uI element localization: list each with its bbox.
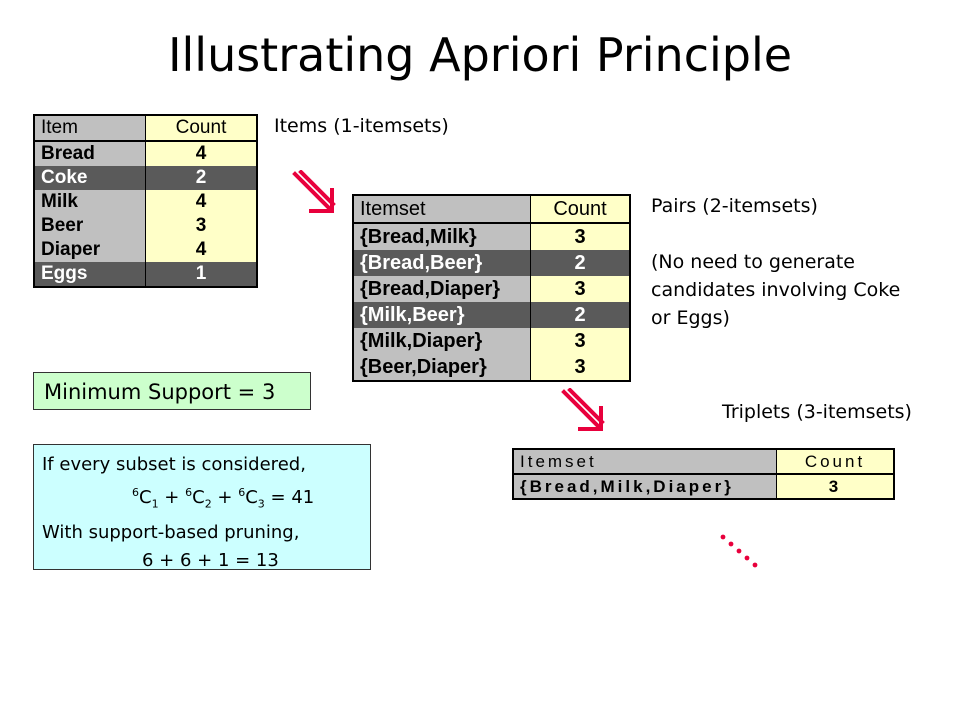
itemset-cell: Milk [34,190,146,214]
count-cell: 1 [145,262,257,287]
itemset-cell: Diaper [34,238,146,262]
count-cell: 2 [530,302,630,328]
down-right-arrow-icon [561,388,605,431]
items-label: Items (1-itemsets) [274,115,449,137]
itemset-cell: Coke [34,166,146,190]
table-row: {Bread,Beer}2 [353,250,630,276]
itemset-cell: Eggs [34,262,146,287]
itemset-column-header: Itemset [513,449,777,475]
count-cell: 3 [530,354,630,381]
table-row: {Beer,Diaper}3 [353,354,630,381]
page-title: Illustrating Apriori Principle [167,28,793,82]
count-cell: 3 [776,474,894,499]
itemset-cell: Beer [34,214,146,238]
count-cell: 3 [530,223,630,250]
itemset-cell: {Bread,Milk,Diaper} [513,474,777,499]
count-cell: 3 [530,328,630,354]
pairs-table: Itemset Count {Bread,Milk}3{Bread,Beer}2… [352,194,631,382]
formula-line: If every subset is considered, [42,454,306,475]
items-table-header: Item Count [34,115,257,142]
minimum-support-box: Minimum Support = 3 [33,372,311,410]
table-row: {Bread,Milk}3 [353,223,630,250]
count-cell: 4 [145,238,257,262]
table-row: {Milk,Beer}2 [353,302,630,328]
count-column-header: Count [530,195,630,224]
triplets-table: Itemset Count {Bread,Milk,Diaper}3 [512,448,895,500]
count-column-header: Count [776,449,894,475]
down-right-arrow-icon [292,170,336,213]
itemset-cell: {Beer,Diaper} [353,354,531,381]
itemset-cell: {Milk,Diaper} [353,328,531,354]
count-cell: 2 [145,166,257,190]
triplets-label: Triplets (3-itemsets) [722,401,912,423]
formula-combinations: 6C1 + 6C2 + 6C3 = 41 [132,486,315,511]
itemset-cell: {Bread,Beer} [353,250,531,276]
pairs-note: (No need to generate candidates involvin… [651,248,900,332]
table-row: {Bread,Milk,Diaper}3 [513,474,894,499]
candidate-count-box: If every subset is considered, 6C1 + 6C2… [33,444,371,571]
count-cell: 4 [145,141,257,166]
note-line: or Eggs) [651,307,730,329]
item-column-header: Item [34,115,146,142]
itemset-cell: Bread [34,141,146,166]
count-cell: 2 [530,250,630,276]
itemset-cell: {Bread,Diaper} [353,276,531,302]
pairs-label: Pairs (2-itemsets) [651,195,818,217]
itemset-column-header: Itemset [353,195,531,224]
table-row: {Milk,Diaper}3 [353,328,630,354]
count-cell: 3 [145,214,257,238]
count-cell: 3 [530,276,630,302]
itemset-cell: {Milk,Beer} [353,302,531,328]
itemset-cell: {Bread,Milk} [353,223,531,250]
formula-line: 6 + 6 + 1 = 13 [142,549,279,571]
formula-line: With support-based pruning, [42,521,300,543]
count-cell: 4 [145,190,257,214]
note-line: (No need to generate [651,251,855,273]
count-column-header: Count [145,115,257,142]
note-line: candidates involving Coke [651,279,901,301]
ellipsis-dots-icon [720,534,758,568]
table-row: {Bread,Diaper}3 [353,276,630,302]
triplets-table-header: Itemset Count [513,449,894,475]
pairs-table-header: Itemset Count [353,195,630,224]
